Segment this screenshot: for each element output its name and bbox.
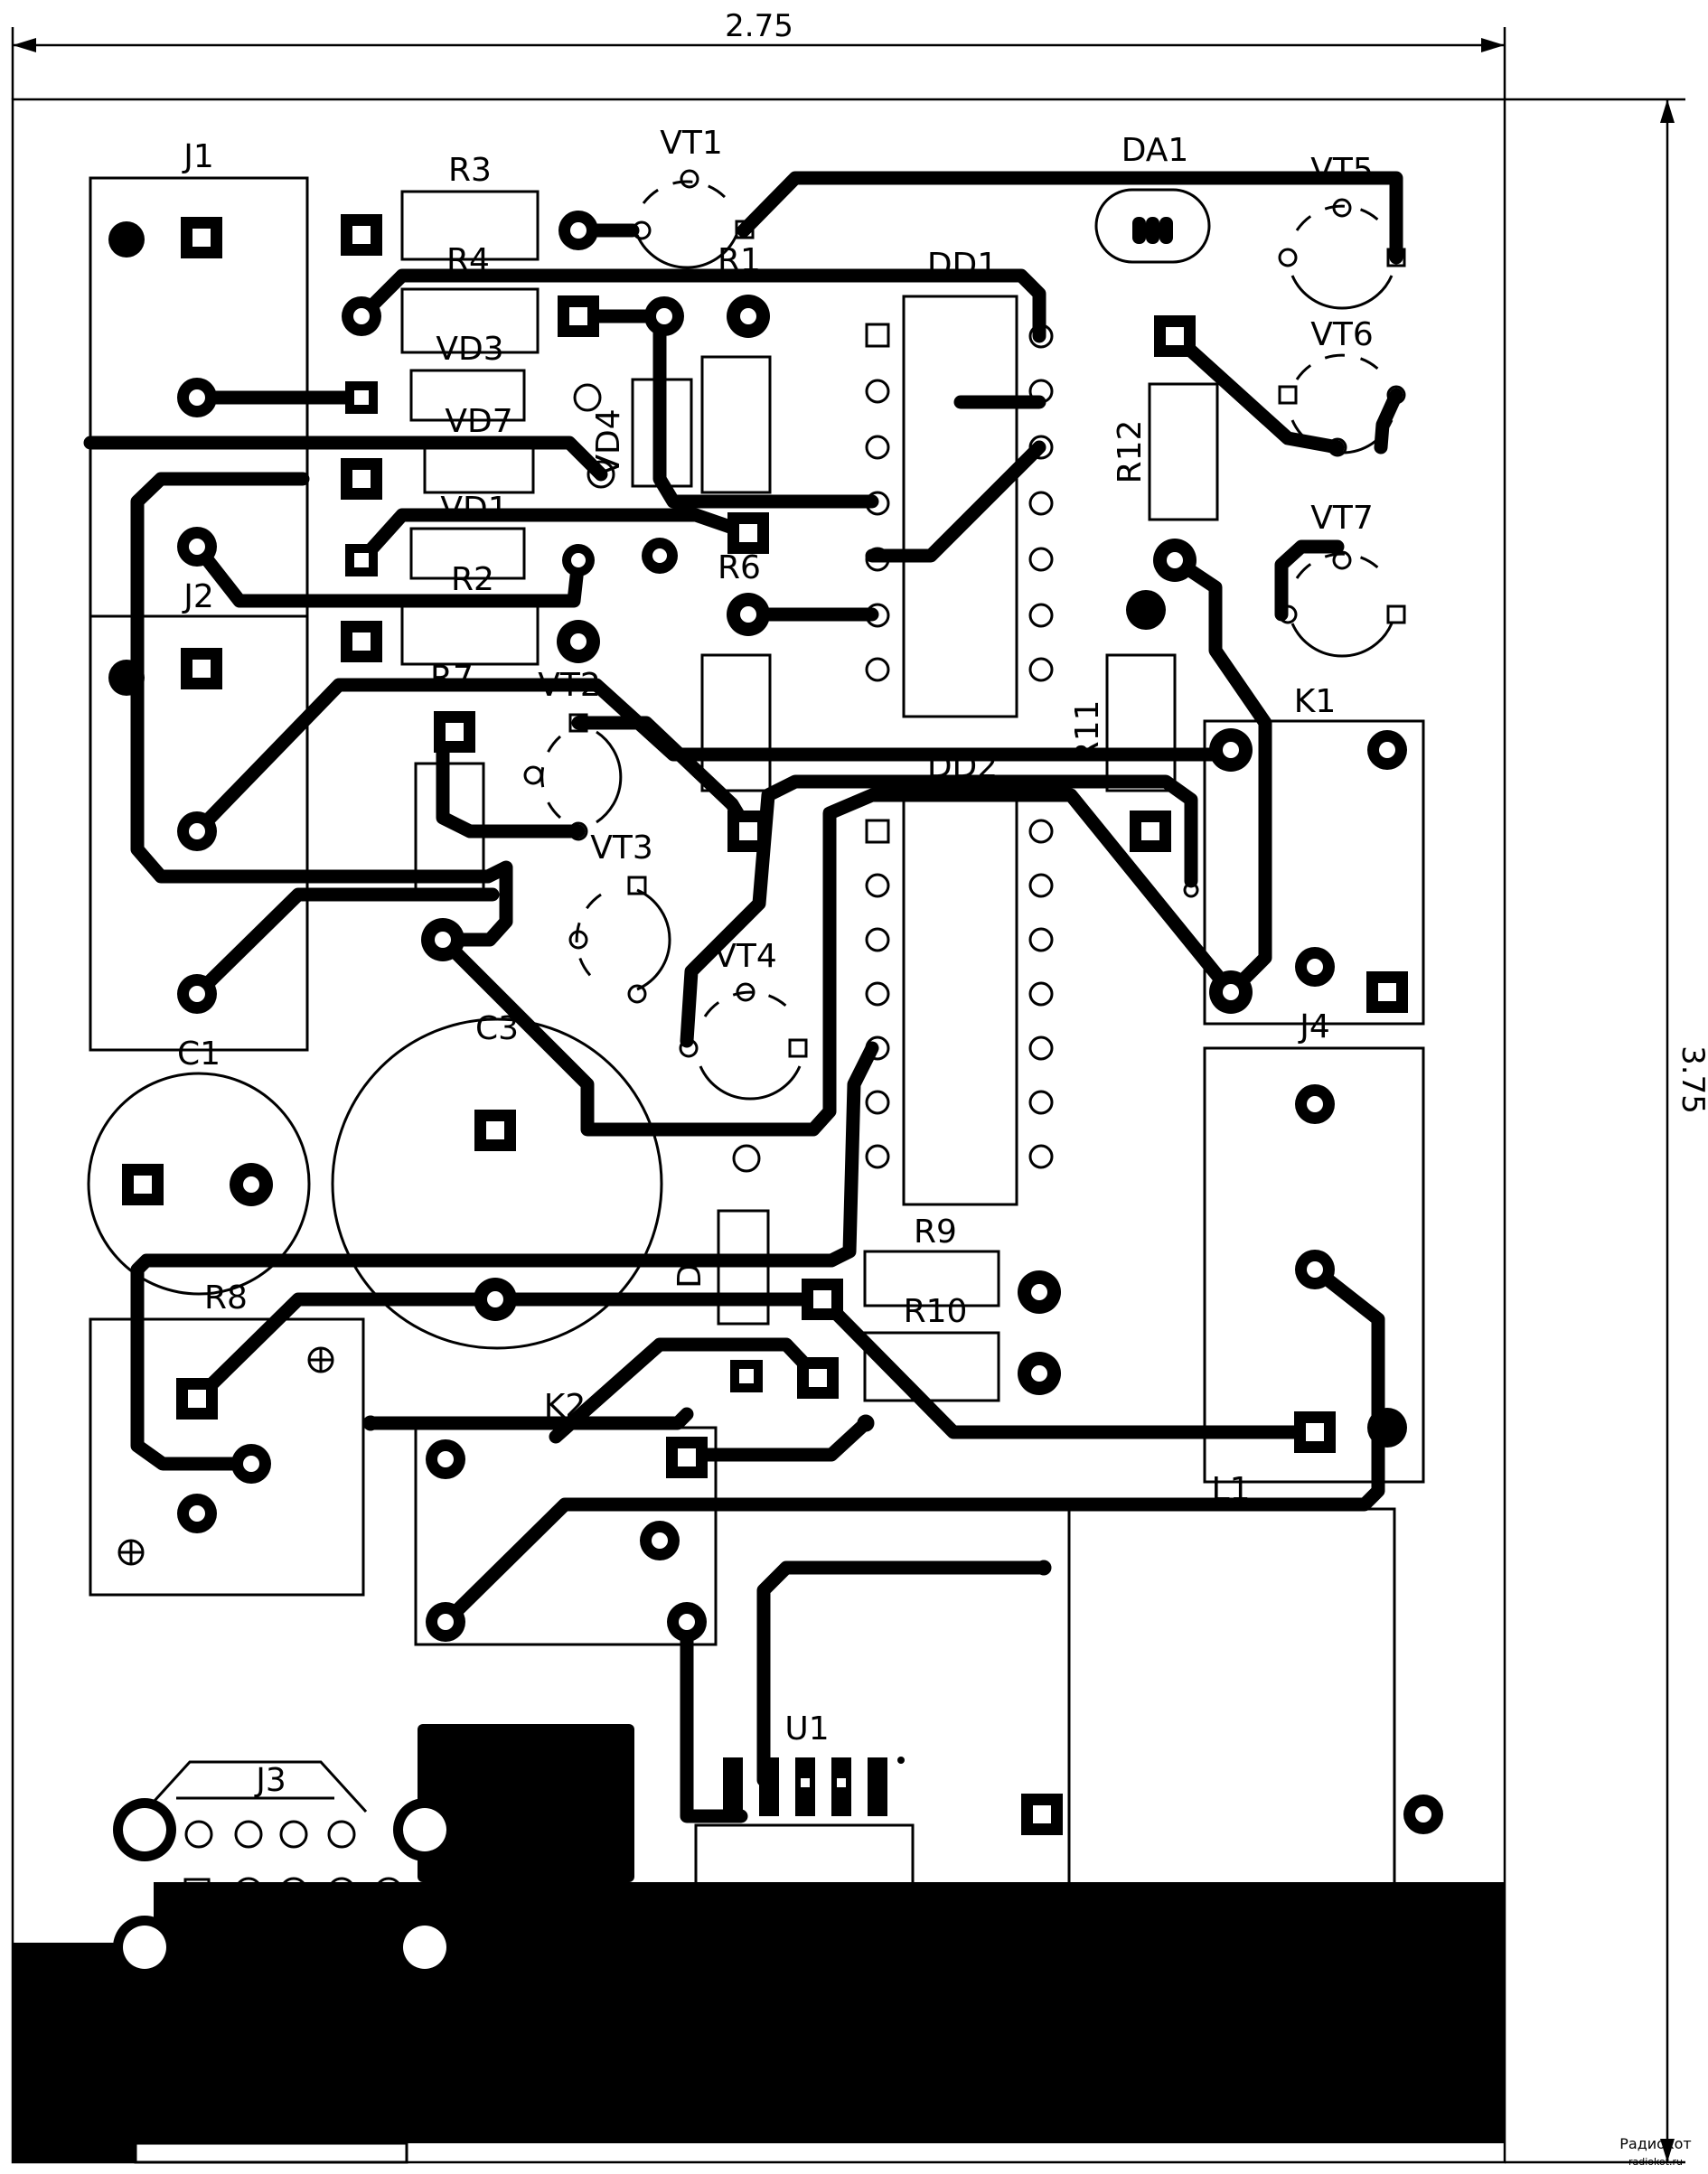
label-r9: R9 [914,1214,957,1251]
label-r8: R8 [204,1279,248,1317]
label-vt3: VT3 [590,829,653,867]
label-r4: R4 [446,242,490,279]
label-dd1: DD1 [927,247,998,284]
vt4-outline [699,1065,802,1101]
vd7-body [423,441,535,494]
watermark-logo: Радиокот [1619,2135,1691,2152]
da1-body [1094,188,1211,264]
label-vt5: VT5 [1310,152,1374,189]
label-vd3: VD3 [436,331,503,368]
c1-outline [87,1072,311,1296]
dd2-body [902,782,1018,1206]
label-r2: R2 [451,561,494,598]
label-r6: R6 [718,549,761,586]
label-j4: J4 [1298,1008,1330,1045]
height-dimension: 3.75 [1505,98,1708,2164]
label-j2: J2 [182,578,214,615]
r8-outline [89,1317,365,1597]
label-j1: J1 [182,138,214,175]
j3-outline [143,1760,368,1813]
k1-outline [1203,719,1425,1026]
label-r11: R11 [1069,700,1106,764]
r12-body [1148,382,1219,521]
vt1-outline [635,234,738,269]
dd2-pins [865,819,1054,1169]
label-k2: K2 [544,1388,587,1425]
dd1-pins [865,323,1054,682]
label-k1: K1 [1294,683,1337,720]
label-c1: C1 [177,1035,221,1073]
label-vt6: VT6 [1310,316,1374,353]
ground-pour [13,1724,1505,2164]
j4-outline [1203,1046,1425,1484]
label-d: D [671,1263,709,1288]
label-vt2: VT2 [538,667,601,704]
vt5-outline [1290,275,1394,310]
vt2-outline [596,730,623,824]
vd1-body [409,527,526,580]
label-vt1: VT1 [660,125,723,162]
board-outline [11,98,1506,2164]
r3-body [400,190,540,261]
component-labels: J1 R3 VT1 DA1 VT5 R4 R1 DD1 VD3 VT6 VD7 … [177,125,1374,1799]
j2-outline [89,614,309,1052]
label-vt7: VT7 [1310,500,1374,537]
r2-body [400,599,540,666]
vt7-outline [1290,623,1394,658]
r9-body [863,1250,1000,1307]
r1-body [700,355,772,494]
label-l1: L1 [1212,1471,1251,1508]
vd3-body [409,369,526,422]
watermark: Радиокот radiokot.ru [1619,2135,1691,2168]
label-vt4: VT4 [714,938,777,975]
height-dimension-label: 3.75 [1675,1045,1708,1114]
r-mid-body [700,653,772,792]
c3-outline [331,1017,663,1350]
l1-outline [1067,1507,1396,1890]
vt3-outline [636,888,671,991]
width-dimension-label: 2.75 [725,8,793,44]
label-vd1: VD1 [440,491,508,528]
copper-traces [83,171,1403,1823]
r11-body [1105,653,1177,792]
label-da1: DA1 [1121,132,1189,169]
label-r12: R12 [1112,420,1149,484]
label-vd4: VD4 [590,408,627,476]
dd1-body [902,295,1018,718]
label-r3: R3 [448,152,492,189]
label-u1: U1 [784,1710,829,1748]
label-r7: R7 [430,660,474,697]
label-dd2: DD2 [927,748,998,785]
label-r1: R1 [718,242,761,279]
watermark-url: radiokot.ru [1628,2156,1683,2168]
pads [108,169,1443,1979]
silkscreen [87,176,1425,1890]
label-r10: R10 [904,1293,968,1330]
label-j3: J3 [254,1762,286,1799]
width-dimension: 2.75 [11,8,1506,99]
r4-body [400,287,540,354]
label-c3: C3 [475,1010,519,1047]
label-vd7: VD7 [445,403,512,440]
u1-outline [694,1823,915,1882]
